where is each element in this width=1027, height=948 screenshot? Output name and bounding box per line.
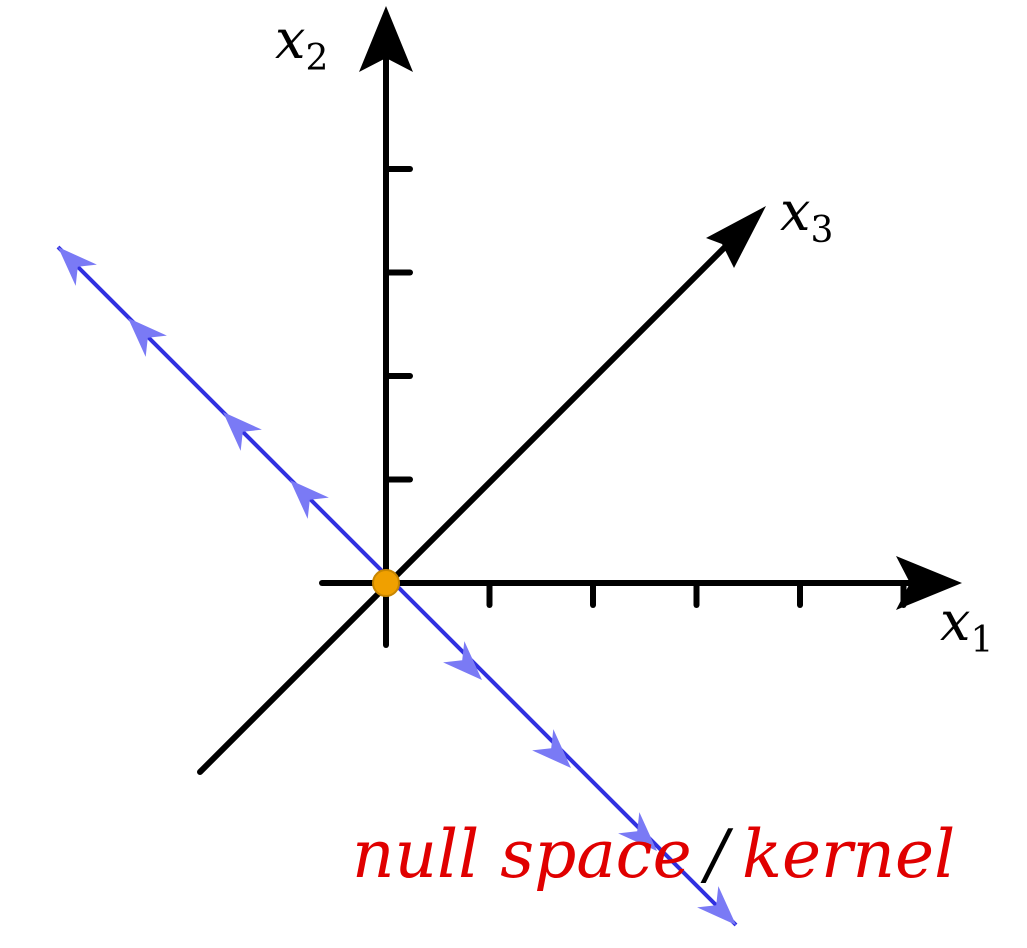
caption: null space/kernel <box>352 816 955 893</box>
x2-axis <box>359 6 413 648</box>
x2-label-var: x <box>275 8 305 71</box>
x3-label-var: x <box>780 180 810 243</box>
x2-axis-arrowhead <box>359 6 413 72</box>
null-space-arrowhead <box>223 412 262 451</box>
x3-label-sub: 3 <box>810 210 833 251</box>
x1-label-sub: 1 <box>970 620 993 661</box>
null-space-arrowhead <box>532 729 571 768</box>
caption-separator: / <box>700 816 734 893</box>
x3-axis <box>197 206 766 775</box>
x3-axis-arrowhead <box>706 206 766 268</box>
x1-label-var: x <box>940 590 970 653</box>
null-space-arrowhead <box>618 812 657 851</box>
x2-label-sub: 2 <box>305 38 328 79</box>
x2-label: x2 <box>275 8 328 79</box>
null-space-arrowhead <box>443 641 482 680</box>
null-space-arrowhead <box>128 318 167 357</box>
x1-label: x1 <box>940 590 993 661</box>
caption-null-space: null space <box>352 816 692 893</box>
x1-axis <box>319 556 962 610</box>
null-space-arrowhead <box>58 247 97 286</box>
null-space-arrowhead <box>290 480 329 519</box>
x2-ticks <box>383 166 413 483</box>
null-space-arrows <box>58 247 736 925</box>
x1-ticks <box>486 580 907 608</box>
x3-axis-line <box>197 229 743 775</box>
origin-point <box>372 569 400 597</box>
x3-label: x3 <box>780 180 833 251</box>
null-space-arrowhead <box>697 886 736 925</box>
caption-kernel: kernel <box>742 816 955 893</box>
x1-axis-arrowhead <box>896 556 962 610</box>
